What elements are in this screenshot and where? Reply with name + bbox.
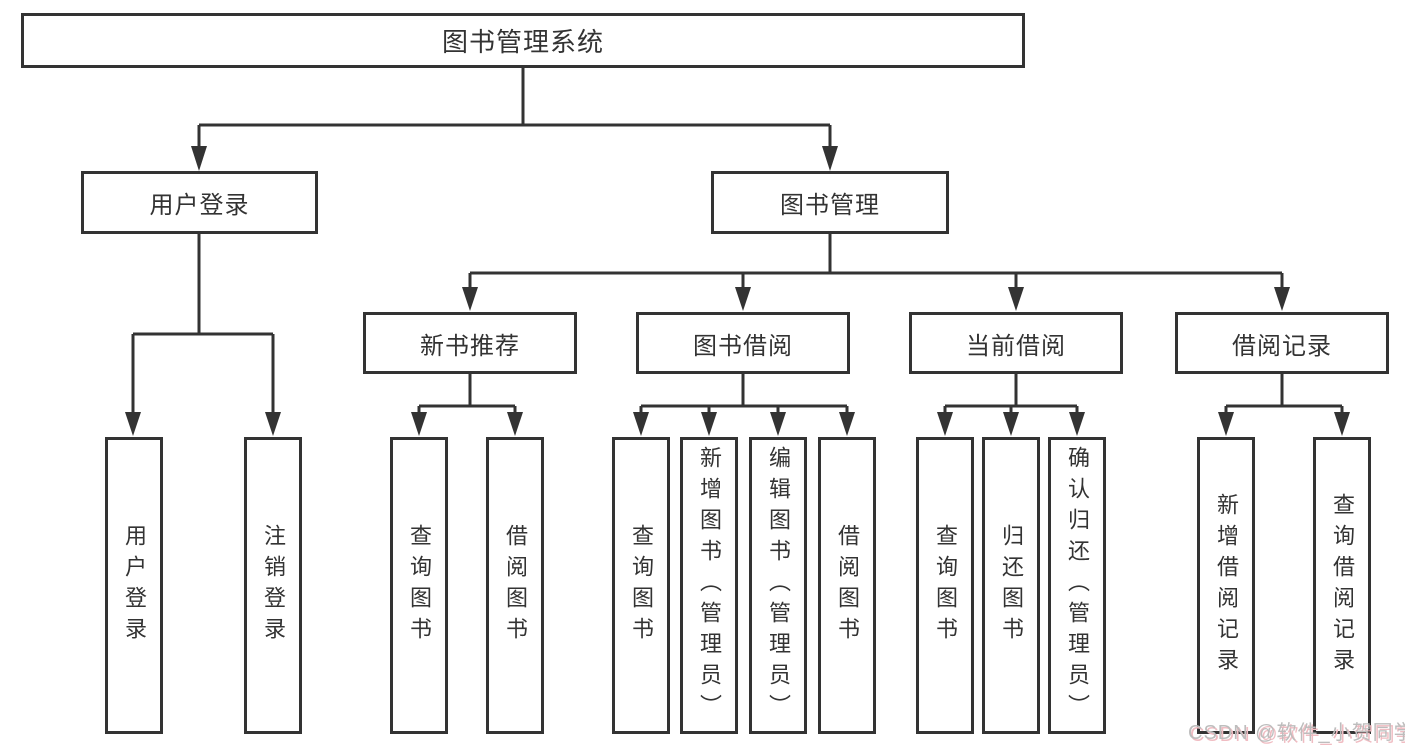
leaf-query-books-1: 查询图书 bbox=[390, 437, 448, 734]
node-current-borrowing: 当前借阅 bbox=[909, 312, 1123, 374]
leaf-return-book: 归还图书 bbox=[982, 437, 1040, 734]
leaf-query-borrow-record: 查询借阅记录 bbox=[1313, 437, 1371, 734]
node-library-management-system: 图书管理系统 bbox=[21, 13, 1025, 68]
leaf-query-books-3: 查询图书 bbox=[916, 437, 974, 734]
node-book-management: 图书管理 bbox=[711, 171, 949, 234]
csdn-watermark: CSDN @软件_小贺同学 bbox=[1188, 722, 1405, 744]
leaf-borrow-books-2: 借阅图书 bbox=[818, 437, 876, 734]
leaf-borrow-books-1: 借阅图书 bbox=[486, 437, 544, 734]
leaf-add-borrow-record: 新增借阅记录 bbox=[1197, 437, 1255, 734]
node-user-login: 用户登录 bbox=[81, 171, 318, 234]
leaf-confirm-return-admin: 确认归还（管理员） bbox=[1048, 437, 1106, 734]
leaf-add-book-admin: 新增图书（管理员） bbox=[680, 437, 738, 734]
node-borrow-records: 借阅记录 bbox=[1175, 312, 1389, 374]
leaf-query-books-2: 查询图书 bbox=[612, 437, 670, 734]
leaf-logout: 注销登录 bbox=[244, 437, 302, 734]
arrowhead-icons bbox=[125, 146, 1350, 436]
leaf-user-login: 用户登录 bbox=[105, 437, 163, 734]
node-book-borrowing: 图书借阅 bbox=[636, 312, 850, 374]
node-new-book-recommend: 新书推荐 bbox=[363, 312, 577, 374]
leaf-edit-book-admin: 编辑图书（管理员） bbox=[749, 437, 807, 734]
